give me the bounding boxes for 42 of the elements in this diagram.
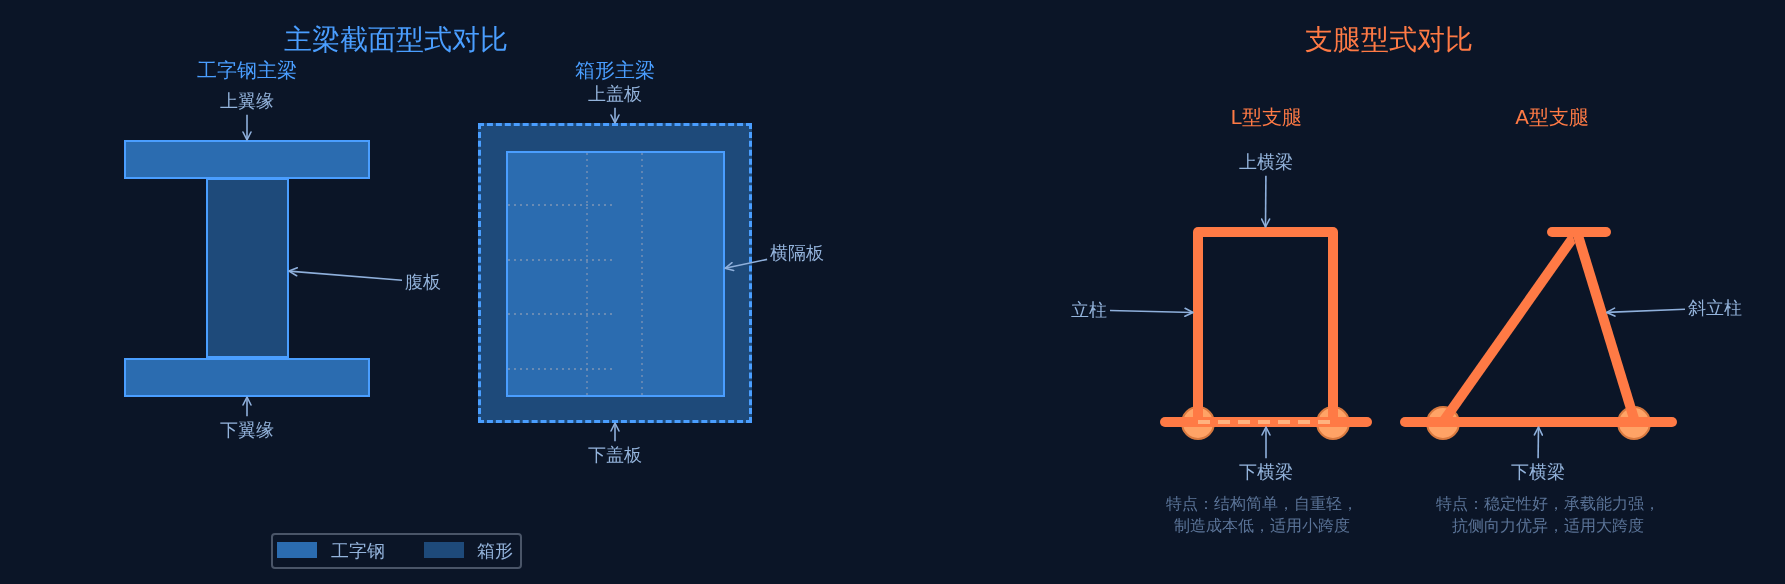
top-bar [1547, 227, 1611, 237]
legend-label: 工字钢 [331, 540, 385, 562]
beam-bar [1160, 417, 1372, 427]
leader-arrow [242, 396, 252, 417]
web-plate [206, 178, 289, 358]
inner-box [506, 151, 725, 397]
part-label: 斜立柱 [1688, 297, 1742, 319]
part-label: 上盖板 [588, 83, 642, 105]
leader-arrow [610, 107, 620, 124]
part-label: 横隔板 [770, 242, 824, 264]
leader-arrow [242, 114, 252, 141]
flange-plate [124, 358, 370, 397]
leader-arrow [1533, 426, 1544, 459]
leader-arrow [610, 422, 620, 442]
beam-bar [1193, 227, 1338, 237]
part-label: 下翼缘 [220, 419, 274, 441]
note-text: 特点：稳定性好，承载能力强，抗侧向力优异，适用大跨度 [1435, 492, 1661, 537]
leader-arrow [1109, 307, 1194, 318]
post-bar [1193, 237, 1203, 417]
legend-label: 箱形 [477, 540, 513, 562]
girder-heading: 箱形主梁 [575, 58, 655, 82]
girder-heading: 工字钢主梁 [197, 58, 297, 82]
leg-heading: A型支腿 [1515, 105, 1589, 129]
flange-plate [124, 140, 370, 179]
section-title: 主梁截面型式对比 [284, 23, 508, 57]
beam-bar [1400, 417, 1677, 427]
part-label: 立柱 [1071, 299, 1107, 321]
part-label: 下横梁 [1511, 461, 1565, 483]
leader-arrow [1261, 426, 1271, 459]
part-label: 下盖板 [588, 444, 642, 466]
leader-arrow [288, 266, 403, 282]
leader-arrow [724, 258, 768, 272]
part-label: 下横梁 [1239, 461, 1293, 483]
part-label: 腹板 [405, 271, 441, 293]
part-label: 上翼缘 [220, 90, 274, 112]
section-title: 支腿型式对比 [1305, 23, 1473, 57]
leader-arrow [1605, 307, 1686, 317]
leg-heading: L型支腿 [1230, 105, 1302, 129]
leader-arrow [1260, 175, 1271, 228]
dashed-box [478, 123, 752, 423]
note-text: 特点：结构简单，自重轻，制造成本低，适用小跨度 [1165, 492, 1359, 537]
part-label: 上横梁 [1239, 151, 1293, 173]
